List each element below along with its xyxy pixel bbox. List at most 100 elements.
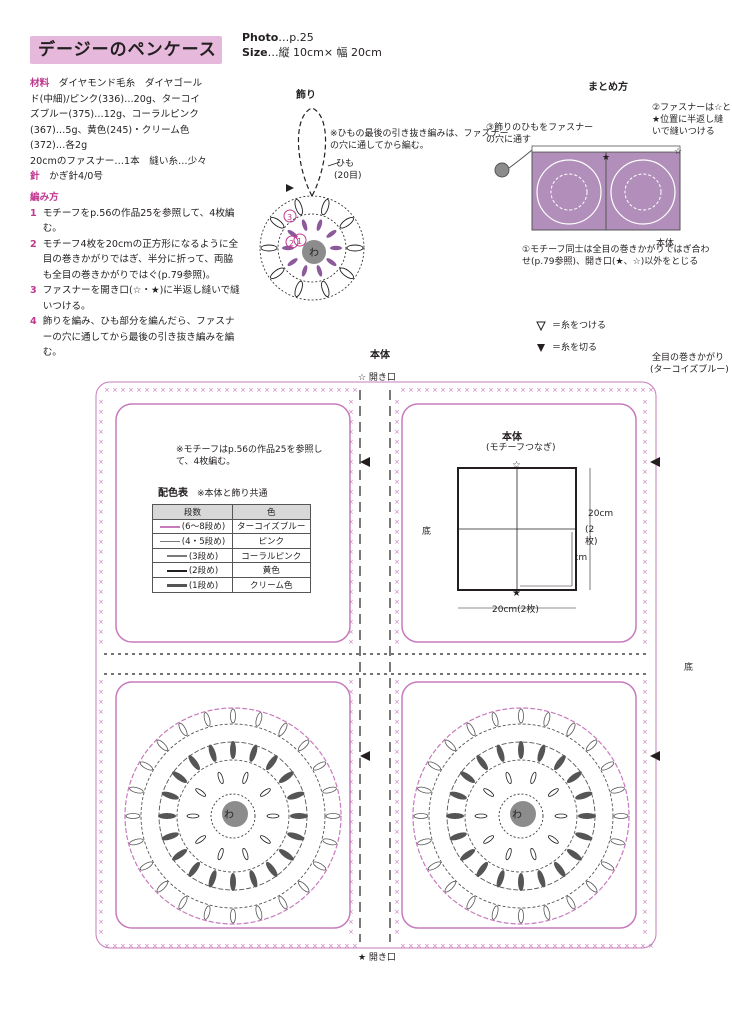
schematic-subtitle: (モチーフつなぎ) (486, 443, 556, 453)
flower-center-right: わ (512, 809, 522, 821)
svg-text:×: × (642, 458, 648, 466)
svg-text:×: × (168, 942, 174, 950)
materials-line: ド(中細)/ピンク(336)…20g、ターコイ (30, 93, 200, 105)
svg-text:×: × (312, 942, 318, 950)
svg-text:×: × (348, 928, 354, 936)
assembly-title: まとめ方 (588, 82, 628, 93)
svg-text:☆: ☆ (512, 460, 521, 471)
svg-text:×: × (584, 386, 590, 394)
schematic-title: 本体 (502, 432, 522, 443)
svg-text:×: × (560, 386, 566, 394)
svg-text:×: × (98, 468, 104, 476)
svg-text:×: × (348, 798, 354, 806)
svg-text:×: × (348, 518, 354, 526)
motif-note: ※モチーフはp.56の作品25を参照して、4枚編む。 (176, 445, 323, 467)
svg-text:×: × (394, 468, 400, 476)
svg-text:×: × (104, 942, 110, 950)
materials-section: 材料 ダイヤモンド毛糸 ダイヤゴール ド(中細)/ピンク(336)…20g、ター… (30, 76, 240, 185)
svg-text:×: × (642, 498, 648, 506)
svg-text:×: × (348, 758, 354, 766)
svg-text:×: × (394, 788, 400, 796)
ornament-diagram: わ 3 2 1 (259, 107, 365, 301)
svg-text:×: × (642, 408, 648, 416)
svg-text:×: × (642, 748, 648, 756)
svg-text:×: × (348, 718, 354, 726)
svg-text:×: × (624, 386, 630, 394)
svg-text:×: × (348, 458, 354, 466)
svg-text:×: × (642, 468, 648, 476)
svg-text:×: × (98, 698, 104, 706)
svg-text:×: × (642, 698, 648, 706)
svg-text:×: × (608, 386, 614, 394)
svg-text:×: × (160, 386, 166, 394)
legend-attach: ＝糸をつける (536, 320, 606, 332)
svg-text:×: × (464, 386, 470, 394)
svg-text:×: × (408, 942, 414, 950)
schematic-diagram: ☆ ★ (457, 460, 591, 609)
svg-text:×: × (348, 828, 354, 836)
svg-text:×: × (98, 798, 104, 806)
svg-text:×: × (208, 942, 214, 950)
svg-text:×: × (394, 878, 400, 886)
svg-text:×: × (642, 828, 648, 836)
svg-text:×: × (348, 818, 354, 826)
svg-text:1: 1 (297, 237, 302, 246)
svg-text:×: × (394, 398, 400, 406)
schematic-height-count: (2枚) (585, 525, 598, 547)
svg-text:×: × (348, 808, 354, 816)
svg-text:×: × (98, 738, 104, 746)
svg-text:×: × (642, 418, 648, 426)
svg-text:×: × (394, 528, 400, 536)
svg-text:×: × (176, 942, 182, 950)
svg-text:×: × (98, 588, 104, 596)
svg-text:×: × (98, 478, 104, 486)
svg-text:×: × (536, 942, 542, 950)
svg-text:×: × (348, 588, 354, 596)
svg-text:×: × (642, 768, 648, 776)
svg-text:×: × (642, 728, 648, 736)
svg-text:×: × (98, 838, 104, 846)
svg-text:×: × (642, 588, 648, 596)
svg-text:×: × (642, 578, 648, 586)
svg-text:×: × (394, 928, 400, 936)
legend-cut: ＝糸を切る (536, 342, 597, 354)
svg-text:×: × (98, 808, 104, 816)
svg-text:×: × (348, 498, 354, 506)
svg-text:×: × (128, 942, 134, 950)
svg-text:×: × (400, 386, 406, 394)
svg-text:×: × (348, 488, 354, 496)
svg-text:×: × (394, 728, 400, 736)
svg-text:×: × (348, 558, 354, 566)
svg-text:×: × (98, 608, 104, 616)
svg-text:×: × (642, 398, 648, 406)
svg-text:×: × (348, 878, 354, 886)
assembly-step2: ②ファスナーは☆と★位置に半返し縫いで縫いつける (652, 103, 732, 137)
svg-text:×: × (632, 386, 638, 394)
svg-text:×: × (394, 438, 400, 446)
svg-text:×: × (120, 386, 126, 394)
svg-text:×: × (394, 688, 400, 696)
svg-text:×: × (200, 942, 206, 950)
svg-text:×: × (348, 868, 354, 876)
photo-size-info: Photo…p.25 Size…縦 10cm× 幅 20cm (242, 30, 382, 60)
svg-text:×: × (440, 386, 446, 394)
svg-text:×: × (98, 818, 104, 826)
svg-text:×: × (642, 928, 648, 936)
color-table-header: 段数 色 (152, 504, 311, 520)
svg-text:×: × (98, 518, 104, 526)
svg-text:☆: ☆ (674, 147, 682, 157)
svg-text:×: × (232, 386, 238, 394)
svg-text:×: × (552, 942, 558, 950)
svg-text:×: × (642, 518, 648, 526)
svg-text:×: × (642, 848, 648, 856)
svg-text:×: × (98, 538, 104, 546)
svg-text:×: × (264, 942, 270, 950)
svg-text:×: × (394, 428, 400, 436)
svg-text:×: × (616, 942, 622, 950)
svg-text:×: × (394, 768, 400, 776)
materials-line: ズブルー(375)…12g、コーラルピンク (30, 109, 199, 120)
svg-text:×: × (642, 918, 648, 926)
svg-text:×: × (568, 942, 574, 950)
